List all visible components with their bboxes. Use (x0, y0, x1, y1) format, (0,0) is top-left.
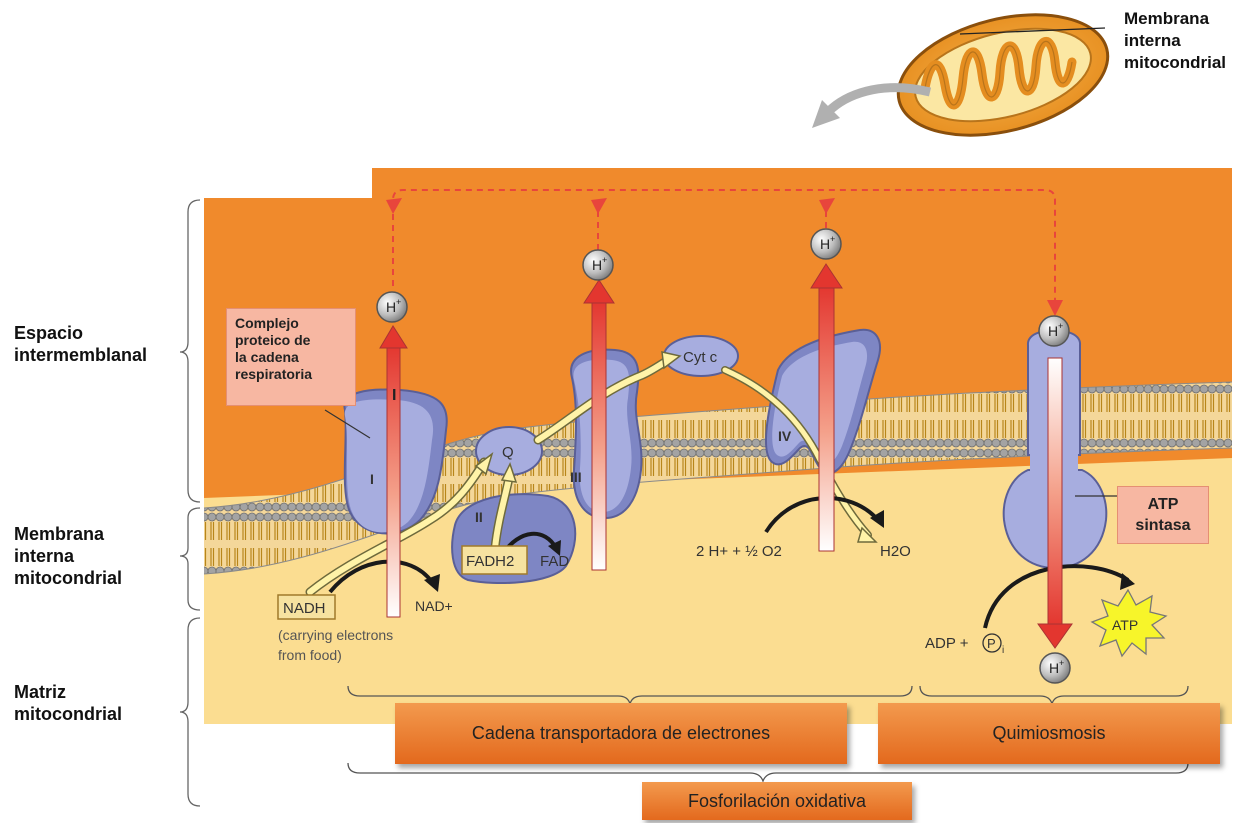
complejo-callout-line-4: respiratoria (235, 366, 355, 383)
phosphate-subscript: i (1002, 645, 1004, 656)
oxygen-reaction: 2 H+ + ½ O2 (696, 543, 782, 560)
complex-iii-label: III (570, 469, 582, 485)
fosfo-bar-label: Fosforilación oxidativa (688, 791, 866, 812)
quimio-bar-label: Quimiosmosis (992, 723, 1105, 744)
svg-text:+: + (830, 234, 835, 244)
matriz-brace (180, 618, 200, 806)
mitochondrion-label: Membrana interna mitocondrial (1124, 8, 1226, 74)
proton-arrow-complex-iv (819, 285, 834, 551)
adp-label: ADP + (925, 635, 969, 652)
quimio-bar: Quimiosmosis (878, 703, 1220, 764)
membrana-label-line-1: Membrana (14, 523, 122, 545)
matriz-label-line-1: Matriz (14, 681, 122, 703)
mitochondrion-label-line-2: interna (1124, 30, 1226, 52)
complex-i-label: I (370, 471, 374, 487)
proton-arrow-atp-synthase (1048, 358, 1062, 626)
proton-arrow-complex-iii (592, 300, 606, 570)
nadh-note-line-2: from food) (278, 647, 342, 663)
espacio-brace (180, 200, 200, 502)
complejo-callout-line-2: proteico de (235, 332, 355, 349)
fad-label: FAD (540, 553, 569, 570)
fosfo-bar: Fosforilación oxidativa (642, 782, 912, 820)
svg-text:H: H (820, 236, 830, 252)
svg-text:H: H (592, 257, 602, 273)
mitochondrion-icon (886, 0, 1121, 155)
complejo-callout-line-1: Complejo (235, 315, 355, 332)
complex-ii-label: II (475, 509, 483, 525)
atp-sintasa-line-1: ATP (1118, 494, 1208, 515)
atp-sintasa-callout: ATP sintasa (1117, 486, 1209, 544)
fadh2-label: FADH2 (466, 553, 514, 570)
espacio-label-line-2: intermemblanal (14, 344, 147, 366)
nadh-label: NADH (283, 600, 326, 617)
svg-text:+: + (1059, 658, 1064, 668)
fosfo-brace (348, 763, 1188, 781)
q-label: Q (502, 444, 514, 461)
matriz-label: Matriz mitocondrial (14, 681, 122, 725)
section-braces (180, 200, 200, 806)
cadena-bar-label: Cadena transportadora de electrones (472, 723, 770, 744)
svg-text:+: + (1058, 321, 1063, 331)
complex-iv-label: IV (778, 428, 792, 444)
mitochondrion-label-line-3: mitocondrial (1124, 52, 1226, 74)
h-ion: H+ (1039, 316, 1069, 346)
proton-arrow-complex-i (387, 345, 400, 617)
svg-text:H: H (1048, 323, 1058, 339)
svg-text:+: + (396, 297, 401, 307)
h-ion: H+ (377, 292, 407, 322)
nadh-note-line-1: (carrying electrons (278, 627, 393, 643)
svg-text:+: + (602, 255, 607, 265)
cytc-label: Cyt c (683, 349, 718, 366)
h-ion: H+ (1040, 653, 1070, 683)
svg-text:H: H (1049, 660, 1059, 676)
membrana-label-line-3: mitocondrial (14, 567, 122, 589)
matriz-label-line-2: mitocondrial (14, 703, 122, 725)
espacio-label-line-1: Espacio (14, 322, 147, 344)
water-label: H2O (880, 543, 911, 560)
membrana-label: Membrana interna mitocondrial (14, 523, 122, 589)
complex-i-upper-label: I (392, 387, 396, 404)
nad-label: NAD+ (415, 598, 453, 614)
mitochondrion-label-line-1: Membrana (1124, 8, 1226, 30)
complejo-callout: Complejo proteico de la cadena respirato… (226, 308, 356, 406)
membrana-brace (180, 508, 200, 610)
espacio-label: Espacio intermemblanal (14, 322, 147, 366)
membrana-label-line-2: interna (14, 545, 122, 567)
atp-sintasa-line-2: sintasa (1118, 515, 1208, 536)
cadena-bar: Cadena transportadora de electrones (395, 703, 847, 764)
h-ion: H+ (583, 250, 613, 280)
complejo-callout-line-3: la cadena (235, 349, 355, 366)
h-ion: H+ (811, 229, 841, 259)
phosphate-label: P (987, 636, 996, 651)
atp-label: ATP (1112, 617, 1138, 633)
svg-text:H: H (386, 299, 396, 315)
